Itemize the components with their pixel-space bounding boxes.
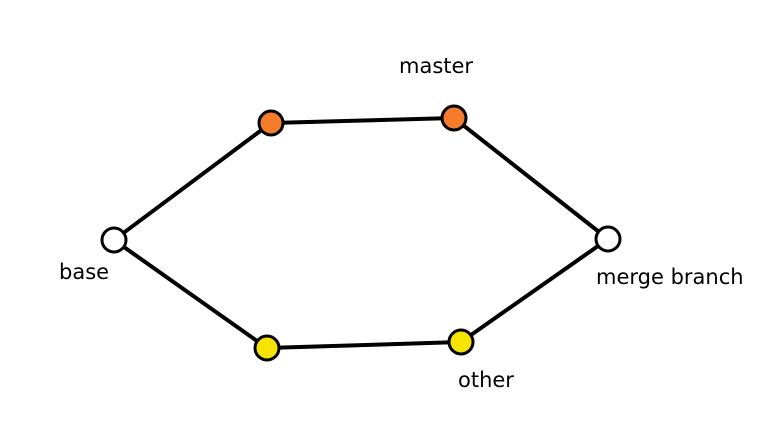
- edge-other-1-to-other-2: [265, 340, 463, 350]
- base-label: base: [59, 260, 109, 284]
- base-commit-node: [100, 226, 128, 254]
- other-label: other: [458, 368, 514, 392]
- edge-master-2-to-merge: [452, 116, 610, 241]
- other-commit-node-2: [447, 328, 475, 356]
- merge-commit-node: [594, 225, 622, 253]
- edge-other-2-to-merge: [459, 237, 610, 344]
- master-commit-node-1: [257, 109, 285, 137]
- edge-base-to-master-1: [112, 121, 273, 242]
- other-commit-node-1: [253, 334, 281, 362]
- edge-master-1-to-master-2: [269, 116, 456, 125]
- master-label: master: [399, 54, 473, 78]
- merge-branch-label: merge branch: [596, 265, 744, 289]
- master-commit-node-2: [440, 104, 468, 132]
- edge-base-to-other-1: [112, 238, 269, 350]
